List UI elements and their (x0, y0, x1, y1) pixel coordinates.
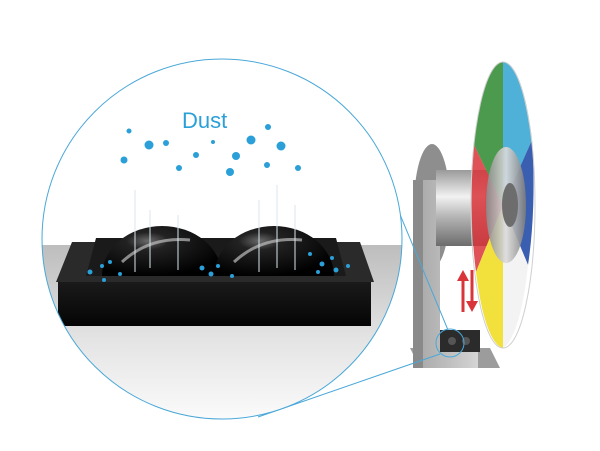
dust-particle (193, 152, 199, 158)
dust-particle (276, 141, 286, 151)
dust-particle (163, 140, 169, 146)
dust-particle (295, 165, 301, 171)
dust-trails (134, 185, 296, 272)
zoom-target-marker (435, 328, 465, 358)
dust-particles (120, 124, 301, 176)
lens-left (102, 226, 222, 276)
dust-particle (226, 168, 234, 176)
lens-left-highlight (120, 237, 191, 264)
airflow-arrows (457, 270, 478, 312)
mount-hole (448, 337, 456, 345)
dust-particle (211, 140, 215, 144)
dust-particle (120, 156, 128, 164)
dust-particle (144, 140, 154, 150)
zoom-circle-outline (41, 58, 403, 420)
color-wheel-assembly (410, 61, 536, 368)
lens-box-front (58, 278, 371, 326)
dust-label: Dust (182, 108, 227, 133)
dust-particle (264, 162, 270, 168)
dust-particle (265, 124, 271, 130)
lens-right (214, 226, 334, 276)
dust-particle (176, 165, 182, 171)
mount-slot (440, 330, 480, 352)
mount-bracket-shade (413, 180, 423, 368)
color-wheel (470, 61, 536, 349)
settled-dust (87, 252, 350, 282)
dust-particle (246, 135, 256, 145)
mount-bracket (413, 180, 478, 368)
dust-particle (126, 128, 132, 134)
wheel-rim (470, 61, 536, 349)
dust-particle (232, 152, 240, 160)
zoom-circle: Dust (42, 59, 402, 419)
wheel-hub-center (502, 183, 518, 227)
